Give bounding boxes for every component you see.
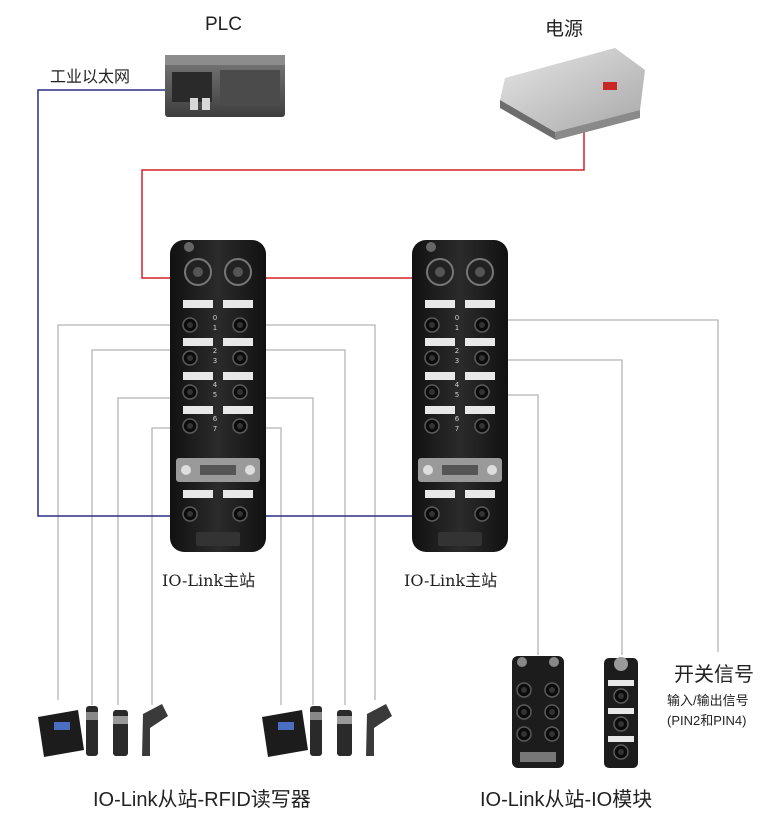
- rfid-reader: [262, 710, 308, 757]
- io-link-master-1-label: IO-Link主站: [162, 571, 256, 590]
- signal-line: [117, 397, 183, 705]
- port-number: 3: [455, 357, 459, 365]
- port-number: 0: [455, 314, 459, 322]
- ethernet-label: 工业以太网: [50, 69, 131, 86]
- port-number: 2: [455, 347, 459, 355]
- port-number: 4: [213, 381, 218, 389]
- io-slave-module-1: [512, 656, 564, 768]
- plc-device: [165, 55, 285, 117]
- io-link-master-2-label: IO-Link主站: [404, 571, 498, 590]
- rfid-reader: [38, 710, 84, 757]
- port-numbers: 0 1 2 3 4 5 6 7 0 1 2 3 4 5 6 7: [213, 314, 460, 433]
- port-number: 7: [213, 425, 217, 433]
- io-link-master-1: [170, 240, 266, 552]
- port-number: 5: [455, 391, 459, 399]
- power-supply-label: 电源: [545, 19, 584, 40]
- port-number: 7: [455, 425, 459, 433]
- signal-line: [257, 349, 346, 705]
- rfid-reader-group-2: [262, 704, 392, 757]
- signal-lines: [57, 319, 719, 705]
- port-number: 5: [213, 391, 217, 399]
- signal-line: [500, 394, 539, 655]
- port-number: 0: [213, 314, 217, 322]
- signal-line: [500, 319, 719, 652]
- io-link-master-2: [412, 240, 508, 552]
- switch-signal-label: 开关信号: [674, 664, 754, 686]
- port-number: 1: [455, 324, 459, 332]
- io-slave-label: IO-Link从站-IO模块: [480, 789, 653, 811]
- signal-line: [257, 397, 314, 705]
- rfid-reader-group-1: [38, 704, 168, 757]
- plc-label: PLC: [205, 14, 242, 35]
- io-signal-label: 输入/输出信号: [667, 693, 749, 708]
- port-number: 6: [455, 415, 460, 423]
- port-number: 6: [213, 415, 218, 423]
- signal-line: [500, 359, 623, 655]
- pin-note-label: (PIN2和PIN4): [667, 713, 747, 728]
- port-number: 2: [213, 347, 217, 355]
- port-number: 4: [455, 381, 460, 389]
- signal-line: [57, 324, 183, 700]
- port-number: 1: [213, 324, 217, 332]
- signal-line: [257, 324, 376, 700]
- power-supply-device: [500, 48, 645, 140]
- port-number: 3: [213, 357, 217, 365]
- rfid-slave-label: IO-Link从站-RFID读写器: [93, 789, 311, 811]
- io-slave-module-2: [604, 657, 638, 768]
- signal-line: [91, 349, 183, 705]
